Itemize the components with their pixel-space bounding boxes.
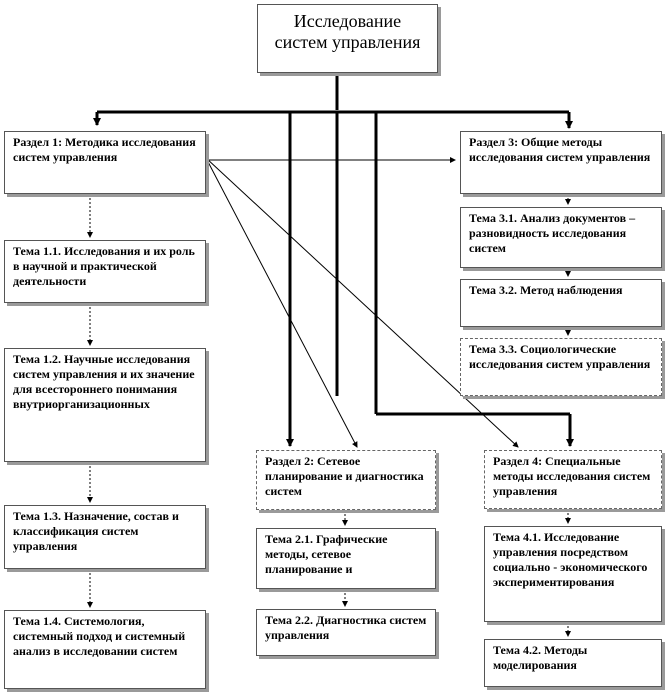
main-connector xyxy=(93,73,574,447)
topic-2-1: Тема 2.1. Графические методы, сетевое пл… xyxy=(256,528,436,589)
diagram-title-box: Исследование систем управления xyxy=(257,4,438,73)
section-3-heading: Раздел 3: Общие методы исследования сист… xyxy=(460,131,662,194)
section-2-heading: Раздел 2: Сетевое планирование и диагнос… xyxy=(256,450,436,510)
cross-links xyxy=(205,157,519,448)
topic-1-2: Тема 1.2. Научные исследования систем уп… xyxy=(4,348,206,462)
topic-3-1: Тема 3.1. Анализ документов – разновидно… xyxy=(460,207,662,268)
topic-1-4: Тема 1.4. Системология, системный подход… xyxy=(4,610,206,689)
topic-4-1: Тема 4.1. Исследование управления посред… xyxy=(484,526,662,622)
diagram-title-line-2: систем управления xyxy=(274,32,421,52)
section-1-heading: Раздел 1: Методика исследования систем у… xyxy=(4,131,206,194)
topic-1-1: Тема 1.1. Исследования и их роль в научн… xyxy=(4,240,206,303)
topic-4-2: Тема 4.2. Методы моделирования xyxy=(484,639,662,687)
diagram-title-line-1: Исследование xyxy=(293,11,402,31)
topic-3-2: Тема 3.2. Метод наблюдения xyxy=(460,279,662,327)
section-4-heading: Раздел 4: Специальные методы исследовани… xyxy=(484,450,662,509)
topic-connectors xyxy=(87,194,571,637)
topic-1-3: Тема 1.3. Назначение, состав и классифик… xyxy=(4,505,206,569)
topic-2-2: Тема 2.2. Диагностика систем управления xyxy=(256,609,436,656)
topic-3-3: Тема 3.3. Социологические исследования с… xyxy=(460,338,662,396)
